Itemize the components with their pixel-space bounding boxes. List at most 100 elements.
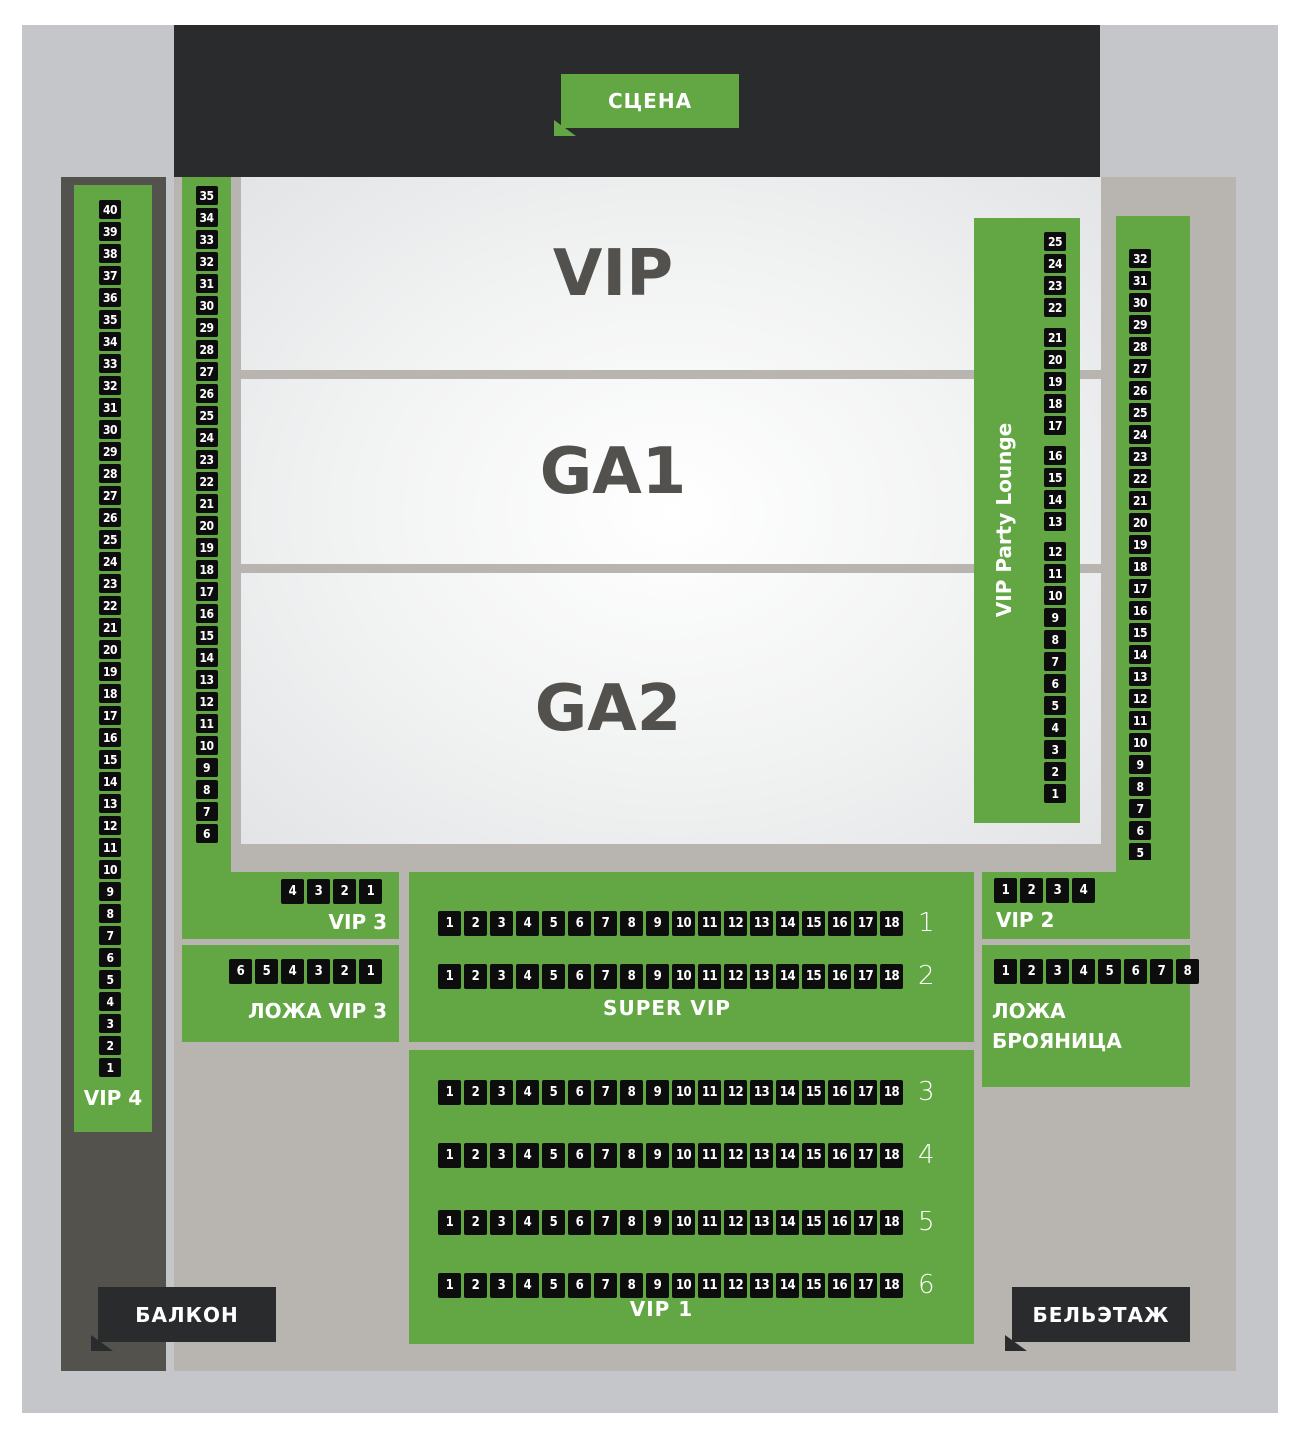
seat[interactable]: 3 <box>490 963 513 989</box>
seat[interactable]: 15 <box>802 1209 825 1235</box>
seat[interactable]: 10 <box>672 1079 695 1105</box>
seat[interactable]: 31 <box>1129 271 1151 290</box>
seat[interactable]: 13 <box>99 794 121 813</box>
seat[interactable]: 11 <box>698 1079 721 1105</box>
seat[interactable]: 11 <box>698 1142 721 1168</box>
seat[interactable]: 12 <box>724 1079 747 1105</box>
seat[interactable]: 2 <box>464 1142 487 1168</box>
seat[interactable]: 16 <box>828 1079 851 1105</box>
seat[interactable]: 38 <box>99 244 121 263</box>
floor-zone-vip[interactable]: VIP <box>241 177 975 370</box>
seat[interactable]: 9 <box>646 1209 669 1235</box>
seat[interactable]: 6 <box>1044 674 1066 693</box>
seat[interactable]: 13 <box>750 1209 773 1235</box>
seat[interactable]: 2 <box>99 1036 121 1055</box>
seat[interactable]: 30 <box>1129 293 1151 312</box>
seat[interactable]: 15 <box>802 963 825 989</box>
seat[interactable]: 32 <box>99 376 121 395</box>
seat[interactable]: 17 <box>854 1079 877 1105</box>
seat[interactable]: 7 <box>1044 652 1066 671</box>
seat[interactable]: 18 <box>880 1142 903 1168</box>
seat[interactable]: 8 <box>1176 959 1199 984</box>
seat[interactable]: 2 <box>464 1079 487 1105</box>
seat[interactable]: 4 <box>281 879 304 904</box>
seat[interactable]: 10 <box>99 860 121 879</box>
seat[interactable]: 23 <box>1044 276 1066 295</box>
seat[interactable]: 7 <box>594 1142 617 1168</box>
seat[interactable]: 15 <box>99 750 121 769</box>
seat[interactable]: 1 <box>99 1058 121 1077</box>
seat[interactable]: 2 <box>1020 878 1043 903</box>
seat[interactable]: 3 <box>490 1079 513 1105</box>
seat[interactable]: 21 <box>1129 491 1151 510</box>
seat[interactable]: 5 <box>542 1079 565 1105</box>
seat[interactable]: 8 <box>1044 630 1066 649</box>
seat[interactable]: 6 <box>1129 821 1151 840</box>
seat[interactable]: 7 <box>1150 959 1173 984</box>
seat[interactable]: 23 <box>1129 447 1151 466</box>
seat[interactable]: 30 <box>195 296 218 315</box>
seat[interactable]: 26 <box>99 508 121 527</box>
seat[interactable]: 15 <box>1044 468 1066 487</box>
seat[interactable]: 6 <box>568 963 591 989</box>
seat[interactable]: 18 <box>99 684 121 703</box>
seat[interactable]: 19 <box>195 538 218 557</box>
seat[interactable]: 3 <box>1046 878 1069 903</box>
seat[interactable]: 16 <box>828 1142 851 1168</box>
seat[interactable]: 24 <box>195 428 218 447</box>
seat[interactable]: 14 <box>776 1209 799 1235</box>
seat[interactable]: 2 <box>464 1272 487 1298</box>
seat[interactable]: 4 <box>516 1142 539 1168</box>
seat[interactable]: 15 <box>802 1079 825 1105</box>
seat[interactable]: 29 <box>1129 315 1151 334</box>
seat[interactable]: 11 <box>99 838 121 857</box>
seat[interactable]: 12 <box>724 910 747 936</box>
seat[interactable]: 10 <box>195 736 218 755</box>
seat[interactable]: 6 <box>568 1272 591 1298</box>
seat[interactable]: 4 <box>1072 959 1095 984</box>
seat[interactable]: 17 <box>854 1272 877 1298</box>
seat[interactable]: 6 <box>99 948 121 967</box>
seat[interactable]: 13 <box>750 910 773 936</box>
seat[interactable]: 11 <box>1129 711 1151 730</box>
seat[interactable]: 6 <box>568 1142 591 1168</box>
seat[interactable]: 8 <box>1129 777 1151 796</box>
seat[interactable]: 19 <box>1129 535 1151 554</box>
seat[interactable]: 15 <box>802 1272 825 1298</box>
seat[interactable]: 26 <box>195 384 218 403</box>
seat[interactable]: 5 <box>1044 696 1066 715</box>
seat[interactable]: 18 <box>880 1079 903 1105</box>
seat[interactable]: 18 <box>1129 557 1151 576</box>
seat[interactable]: 7 <box>99 926 121 945</box>
seat[interactable]: 27 <box>1129 359 1151 378</box>
seat[interactable]: 25 <box>1129 403 1151 422</box>
seat[interactable]: 2 <box>464 910 487 936</box>
seat[interactable]: 9 <box>646 910 669 936</box>
seat[interactable]: 13 <box>750 1142 773 1168</box>
seat[interactable]: 9 <box>646 1142 669 1168</box>
seat[interactable]: 18 <box>880 1209 903 1235</box>
seat[interactable]: 10 <box>672 963 695 989</box>
seat[interactable]: 1 <box>438 1272 461 1298</box>
seat[interactable]: 5 <box>542 1209 565 1235</box>
seat[interactable]: 1 <box>994 878 1017 903</box>
seat[interactable]: 32 <box>1129 249 1151 268</box>
seat[interactable]: 6 <box>568 1079 591 1105</box>
seat[interactable]: 16 <box>828 910 851 936</box>
seat[interactable]: 34 <box>195 208 218 227</box>
seat[interactable]: 28 <box>1129 337 1151 356</box>
seat[interactable]: 10 <box>1129 733 1151 752</box>
seat[interactable]: 8 <box>620 963 643 989</box>
seat[interactable]: 10 <box>672 1142 695 1168</box>
seat[interactable]: 11 <box>698 963 721 989</box>
seat[interactable]: 12 <box>195 692 218 711</box>
seat[interactable]: 21 <box>195 494 218 513</box>
seat[interactable]: 18 <box>880 910 903 936</box>
seat[interactable]: 12 <box>1129 689 1151 708</box>
seat[interactable]: 1 <box>359 879 382 904</box>
seat[interactable]: 12 <box>724 1142 747 1168</box>
seat[interactable]: 1 <box>1044 784 1066 803</box>
seat[interactable]: 11 <box>698 1272 721 1298</box>
